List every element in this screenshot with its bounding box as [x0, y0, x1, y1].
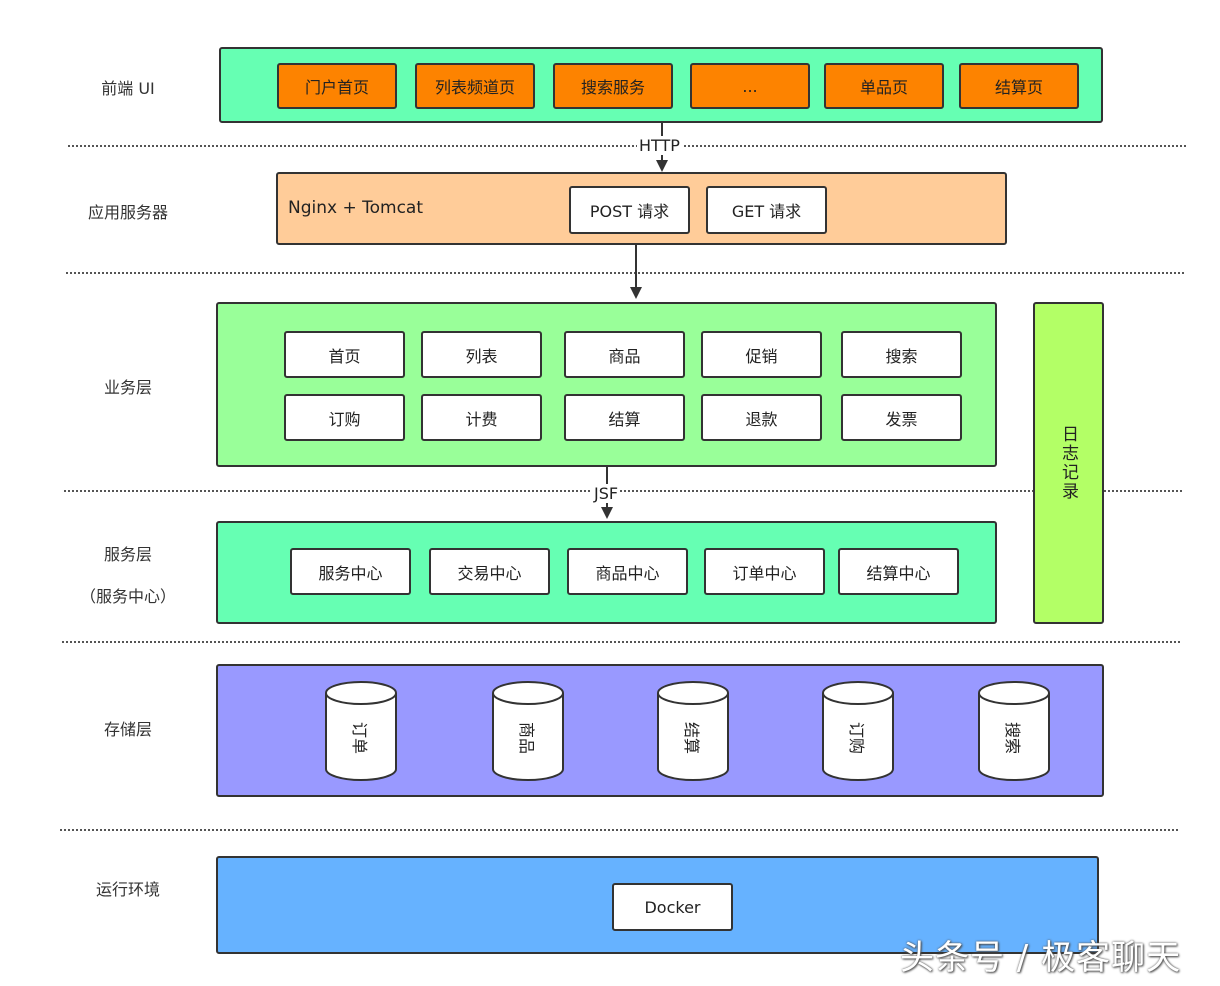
db-label-order: 订单 — [349, 721, 369, 755]
business-item-search[interactable]: 搜索 — [841, 331, 962, 378]
layer-label-app-server: 应用服务器 — [87, 203, 168, 222]
business-item-product[interactable]: 商品 — [564, 331, 685, 378]
business-layer: 首页 列表 商品 促销 搜索 订购 计费 结算 退款 发票 — [216, 302, 997, 467]
frontend-item-list[interactable]: 列表频道页 — [415, 63, 535, 109]
service-item-product-center[interactable]: 商品中心 — [567, 548, 688, 595]
app-server-layer: Nginx + Tomcat POST 请求 GET 请求 — [276, 172, 1007, 245]
frontend-layer: 门户首页 列表频道页 搜索服务 ... 单品页 结算页 — [219, 47, 1103, 123]
business-item-order[interactable]: 订购 — [284, 394, 405, 441]
http-arrowhead — [656, 160, 668, 172]
layer-label-frontend: 前端 UI — [101, 79, 155, 98]
service-item-order-center[interactable]: 订单中心 — [704, 548, 825, 595]
runtime-layer: Docker — [216, 856, 1099, 954]
docker-box[interactable]: Docker — [612, 883, 733, 931]
jsf-arrowhead — [601, 507, 613, 519]
db-cylinder-product[interactable]: 商品 — [492, 681, 564, 781]
divider-2 — [66, 272, 1184, 274]
business-item-home[interactable]: 首页 — [284, 331, 405, 378]
frontend-item-checkout[interactable]: 结算页 — [959, 63, 1079, 109]
cylinder-icon — [492, 681, 564, 781]
db-cylinder-subscription[interactable]: 订购 — [822, 681, 894, 781]
db-label-search: 搜索 — [1002, 721, 1022, 755]
db-cylinder-order[interactable]: 订单 — [325, 681, 397, 781]
db-cylinder-search[interactable]: 搜索 — [978, 681, 1050, 781]
frontend-item-search[interactable]: 搜索服务 — [553, 63, 673, 109]
service-item-service-center[interactable]: 服务中心 — [290, 548, 411, 595]
layer-label-service: 服务层 — [103, 545, 152, 564]
frontend-item-portal[interactable]: 门户首页 — [277, 63, 397, 109]
frontend-item-more[interactable]: ... — [690, 63, 810, 109]
db-label-settlement: 结算 — [681, 721, 701, 755]
business-item-invoice[interactable]: 发票 — [841, 394, 962, 441]
service-layer: 服务中心 交易中心 商品中心 订单中心 结算中心 — [216, 521, 997, 624]
jsf-label: JSF — [592, 484, 621, 503]
cylinder-icon — [657, 681, 729, 781]
layer-label-service-sub: （服务中心） — [79, 587, 176, 606]
cylinder-icon — [325, 681, 397, 781]
log-label: 日志记录 — [1058, 425, 1078, 501]
business-item-list[interactable]: 列表 — [421, 331, 542, 378]
db-label-product: 商品 — [516, 721, 536, 755]
log-column: 日志记录 — [1033, 302, 1104, 624]
frontend-item-product[interactable]: 单品页 — [824, 63, 944, 109]
service-item-trade-center[interactable]: 交易中心 — [429, 548, 550, 595]
layer-label-business: 业务层 — [103, 378, 152, 397]
post-request-box[interactable]: POST 请求 — [569, 186, 690, 234]
divider-3 — [64, 490, 1182, 492]
divider-1 — [68, 145, 1186, 147]
business-item-promotion[interactable]: 促销 — [701, 331, 822, 378]
app-server-title: Nginx + Tomcat — [288, 198, 424, 218]
db-label-subscription: 订购 — [846, 721, 866, 755]
cylinder-icon — [978, 681, 1050, 781]
divider-5 — [60, 829, 1178, 831]
business-item-refund[interactable]: 退款 — [701, 394, 822, 441]
get-request-box[interactable]: GET 请求 — [706, 186, 827, 234]
watermark: 头条号 / 极客聊天 — [900, 938, 1182, 978]
layer-label-runtime: 运行环境 — [95, 880, 160, 899]
cylinder-icon — [822, 681, 894, 781]
layer-label-storage: 存储层 — [103, 720, 152, 739]
db-cylinder-settlement[interactable]: 结算 — [657, 681, 729, 781]
http-label: HTTP — [637, 136, 682, 155]
app-to-business-arrowhead — [630, 287, 642, 299]
app-to-business-line — [635, 245, 637, 290]
business-item-settlement[interactable]: 结算 — [564, 394, 685, 441]
service-item-settlement-center[interactable]: 结算中心 — [838, 548, 959, 595]
business-item-billing[interactable]: 计费 — [421, 394, 542, 441]
divider-4 — [62, 641, 1180, 643]
